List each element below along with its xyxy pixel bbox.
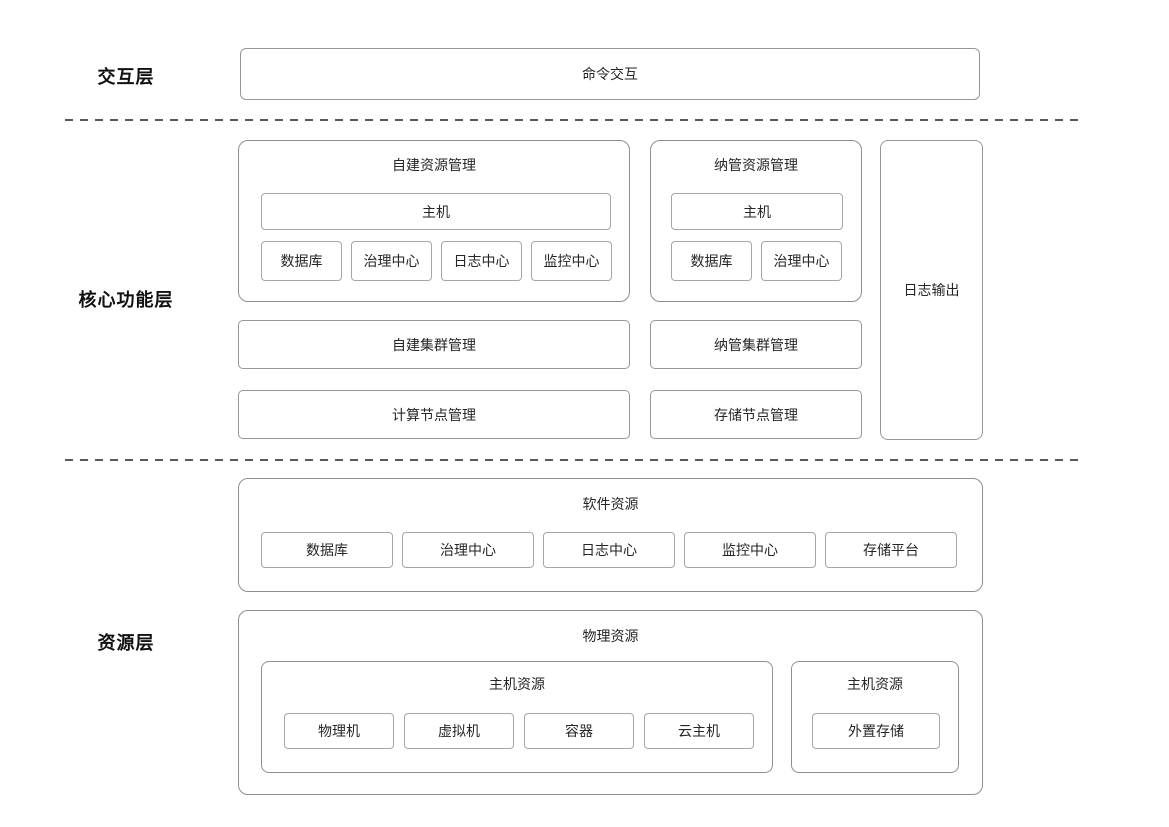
external-storage-box: 外置存储 (812, 713, 940, 749)
storage-node-box: 存储节点管理 (650, 390, 862, 439)
storage-platform-box: 存储平台 (825, 532, 957, 568)
database-box: 数据库 (671, 241, 752, 281)
host-resource-group-right-title: 主机资源 (847, 676, 903, 692)
software-resource-group-title: 软件资源 (582, 496, 639, 512)
physical-resource-group: 物理资源 主机资源 物理机 虚拟机 容器 云主机 主机资源 外置存储 (238, 610, 983, 795)
log-center-box: 日志中心 (543, 532, 675, 568)
managed-cluster-box: 纳管集群管理 (650, 320, 862, 369)
host-box: 主机 (671, 193, 843, 230)
monitor-center-box: 监控中心 (684, 532, 816, 568)
host-resource-group-left: 主机资源 物理机 虚拟机 容器 云主机 (261, 661, 773, 773)
divider-top (65, 119, 1080, 121)
host-resource-group-left-title: 主机资源 (489, 676, 545, 692)
command-interaction-box: 命令交互 (240, 48, 980, 100)
self-built-resource-group: 自建资源管理 主机 数据库 治理中心 日志中心 监控中心 (238, 140, 630, 302)
governance-center-box: 治理中心 (402, 532, 534, 568)
divider-bottom (65, 459, 1080, 461)
layer-label-core: 核心功能层 (78, 290, 174, 310)
host-box: 主机 (261, 193, 611, 230)
compute-node-box: 计算节点管理 (238, 390, 630, 439)
layer-label-resource: 资源层 (97, 633, 155, 653)
log-center-box: 日志中心 (441, 241, 522, 281)
layer-label-interaction: 交互层 (97, 67, 155, 87)
log-output-box: 日志输出 (880, 140, 983, 440)
managed-resource-group-title: 纳管资源管理 (714, 157, 798, 173)
governance-center-box: 治理中心 (761, 241, 842, 281)
governance-center-box: 治理中心 (351, 241, 432, 281)
host-resource-group-right: 主机资源 外置存储 (791, 661, 959, 773)
container-box: 容器 (524, 713, 634, 749)
database-box: 数据库 (261, 532, 393, 568)
database-box: 数据库 (261, 241, 342, 281)
software-resource-group: 软件资源 数据库 治理中心 日志中心 监控中心 存储平台 (238, 478, 983, 592)
physical-machine-box: 物理机 (284, 713, 394, 749)
virtual-machine-box: 虚拟机 (404, 713, 514, 749)
monitor-center-box: 监控中心 (531, 241, 612, 281)
cloud-host-box: 云主机 (644, 713, 754, 749)
self-built-cluster-box: 自建集群管理 (238, 320, 630, 369)
managed-resource-group: 纳管资源管理 主机 数据库 治理中心 (650, 140, 862, 302)
physical-resource-group-title: 物理资源 (582, 628, 639, 644)
self-built-resource-group-title: 自建资源管理 (392, 157, 476, 173)
